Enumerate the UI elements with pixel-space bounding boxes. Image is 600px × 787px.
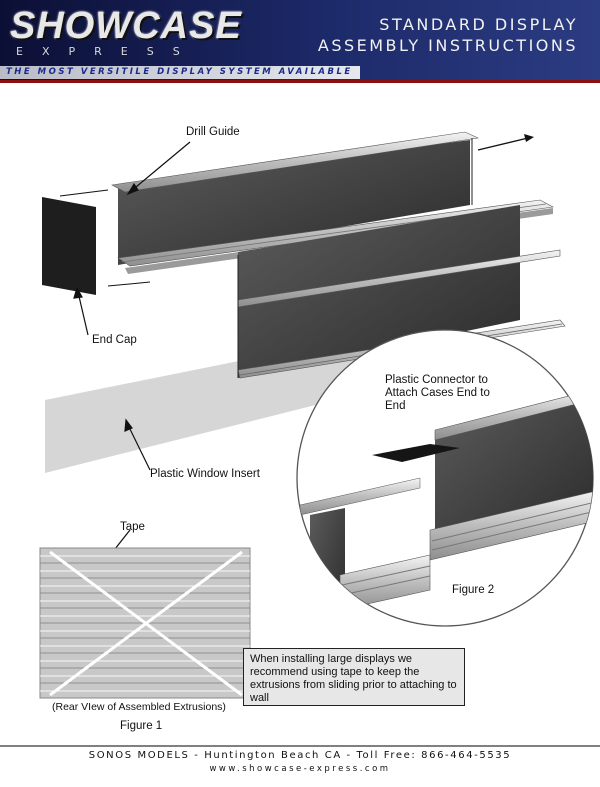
brand-logo: SHOWCASE EXPRESS (10, 6, 262, 58)
figure2-caption: Figure 2 (452, 584, 495, 596)
label-end-cap: End Cap (92, 334, 137, 346)
figure2-magnified-view (296, 329, 594, 627)
figure1-caption: Figure 1 (120, 720, 163, 732)
plastic-connector (372, 444, 460, 462)
tagline-bar: THE MOST VERSITILE DISPLAY SYSTEM AVAILA… (0, 66, 360, 79)
brand-name: SHOWCASE (10, 5, 242, 47)
label-tape: Tape (120, 521, 145, 533)
brand-subtitle: EXPRESS (16, 45, 199, 58)
slide-direction-arrow (477, 134, 534, 151)
document-title: STANDARD DISPLAY ASSEMBLY INSTRUCTIONS (318, 14, 578, 56)
footer-website: www.showcase-express.com (209, 764, 391, 774)
tape-strip-2 (49, 550, 243, 697)
label-drill-guide: Drill Guide (186, 126, 240, 138)
label-rear-view: (Rear VIew of Assembled Extrusions) (52, 701, 226, 713)
header-banner: SHOWCASE EXPRESS STANDARD DISPLAY ASSEMB… (0, 0, 600, 83)
footer-contact: SONOS MODELS - Huntington Beach CA - Tol… (88, 750, 512, 761)
label-plastic-connector: Plastic Connector to Attach Cases End to… (385, 374, 490, 412)
note-callout: When installing large displays we recomm… (243, 648, 465, 706)
title-line-2: ASSEMBLY INSTRUCTIONS (317, 36, 578, 55)
title-line-1: STANDARD DISPLAY (379, 15, 578, 34)
end-cap (42, 197, 96, 295)
label-plastic-window-insert: Plastic Window Insert (150, 468, 260, 480)
figure1-rear-view (39, 547, 251, 699)
tagline: THE MOST VERSITILE DISPLAY SYSTEM AVAILA… (6, 67, 353, 77)
